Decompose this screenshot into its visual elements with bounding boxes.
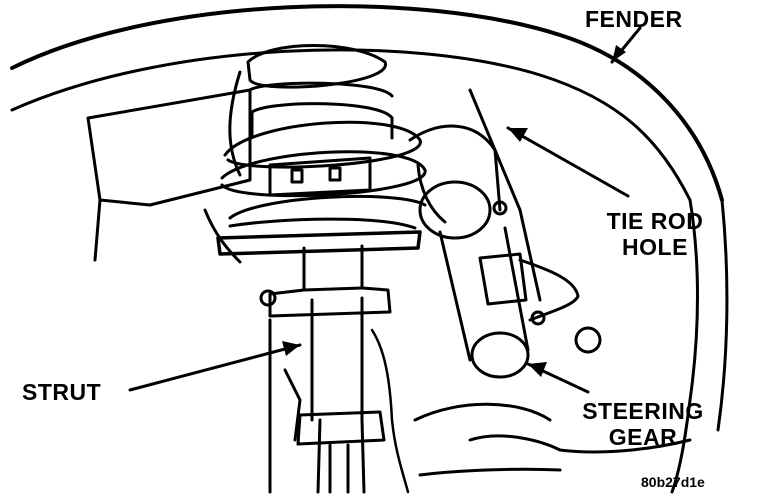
steering-gear-assembly [408,88,580,379]
figure-code: 80b27d1e [641,474,705,490]
coil-spring [220,44,427,220]
inner-panel [86,88,252,264]
strut-label: STRUT [22,379,102,405]
steering-label-line2: GEAR [608,424,678,450]
fender-arch [10,4,729,494]
steering-gear-label: STEERING GEAR [558,398,728,450]
tie-rod-label-line1: TIE ROD [606,208,704,234]
arrow-heads [282,45,626,377]
fender-label: FENDER [585,6,683,32]
tie-rod-label-line2: HOLE [622,234,688,260]
steering-label-line1: STEERING [582,398,704,424]
strut-arrow [128,343,302,392]
tie-rod-arrow [506,126,630,198]
spring-seat [216,217,422,256]
lower-fender-detail [413,326,692,477]
strut-body [259,244,410,494]
tie-rod-hole-label: TIE ROD HOLE [584,208,726,260]
